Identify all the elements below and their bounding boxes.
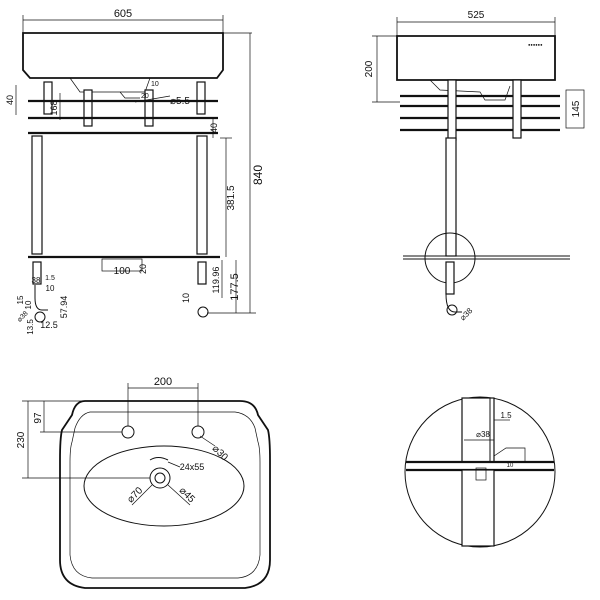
dim-525-label: 525 (468, 10, 485, 21)
dim-20-label: 20 (138, 264, 148, 274)
front-waste-outlet (119, 91, 140, 99)
side-trap (445, 293, 462, 313)
detail-view: 1.5 ⌀38 10 (404, 396, 556, 548)
detail-1-5-label: 1.5 (500, 411, 512, 420)
side-bracket-left (447, 79, 457, 141)
detail-foot (461, 469, 495, 547)
detail-leg (461, 397, 495, 463)
plan-waste-70-label: ⌀70 (125, 485, 145, 505)
dim-hole-diameter-label: ⌀5.5 (170, 96, 190, 107)
dim-38-label: 38 (32, 276, 41, 285)
side-bracket-right (512, 79, 522, 139)
detail-connector (475, 467, 487, 481)
side-elevation: ●●●●●● 525 200 145 ⌀38 (364, 10, 585, 322)
dim-840-label: 840 (251, 165, 265, 185)
dim-1-5-label: 1.5 (45, 275, 55, 282)
plan-bowl (83, 445, 245, 527)
front-leg-right (196, 135, 208, 255)
side-leg (445, 137, 457, 257)
dim-168-label: 168 (49, 100, 59, 115)
dim-10-label: 10 (46, 284, 55, 293)
dim-381-5-label: 381.5 (226, 185, 237, 210)
front-foot-right (197, 261, 207, 285)
side-foot (445, 261, 455, 295)
dim-605-label: 605 (114, 8, 132, 20)
dim-145-label: 145 (571, 100, 582, 117)
dim-10-right-label: 10 (181, 293, 191, 303)
plan-overflow-slot (149, 457, 169, 461)
detail-38-label: ⌀38 (476, 430, 490, 439)
front-basin-outline (22, 32, 224, 79)
dim-100-label: 100 (114, 266, 131, 277)
plan-waste-45-label: ⌀45 (177, 485, 197, 505)
trap-10-label: 10 (24, 300, 33, 309)
plan-tap-hole-right (191, 425, 205, 439)
front-trap-right (197, 306, 209, 318)
plan-tap-hole-left (121, 425, 135, 439)
trap-57-94-label: 57.94 (59, 296, 69, 319)
plan-waste-size-label: 24x55 (180, 462, 205, 472)
dim-230-label: 230 (16, 431, 27, 448)
plan-basin-outline (59, 400, 271, 589)
front-shelf-bracket (101, 258, 143, 272)
trap-12-5-label: 12.5 (40, 320, 58, 330)
detail-circle (404, 396, 556, 548)
detail-10-label: 10 (507, 463, 514, 469)
front-bracket-mid-right (144, 89, 154, 127)
side-basin-outline (396, 35, 556, 81)
dim-40-right-label: 40 (209, 123, 219, 133)
trap-15-label: 15 (16, 295, 25, 304)
plan-view: 200 230 97 ⌀30 24x55 ⌀70 ⌀45 (16, 376, 271, 589)
front-trap (34, 285, 48, 311)
side-trap-38-label: ⌀38 (458, 306, 474, 322)
front-bracket-mid-left (83, 89, 93, 127)
trap-13-5-label: 13.5 (26, 319, 35, 335)
dim-177-5-label: 177.5 (229, 273, 241, 301)
dim-40-label: 40 (5, 95, 15, 105)
dim-97-label: 97 (33, 412, 44, 424)
front-basin-bowl (69, 77, 151, 93)
front-elevation: 605 40 168 ⌀5.5 20 10 40 (5, 8, 265, 335)
side-145-box (565, 89, 585, 129)
dim-200-plan-label: 200 (154, 376, 172, 388)
dim-200-side-label: 200 (364, 60, 375, 77)
side-logo-mark: ●●●●●● (528, 42, 543, 47)
dim-hole-r2-label: 10 (151, 81, 159, 88)
dim-hole-r-label: 20 (141, 93, 149, 100)
front-bracket-right (196, 81, 206, 115)
front-foot-left (32, 261, 42, 285)
front-leg-left (31, 135, 43, 255)
front-bracket-left (43, 81, 53, 115)
plan-tap-dia-label: ⌀30 (210, 443, 230, 463)
plan-waste (149, 467, 171, 489)
dim-119-96-label: 119.96 (211, 267, 221, 294)
plan-basin-inner (69, 411, 261, 579)
